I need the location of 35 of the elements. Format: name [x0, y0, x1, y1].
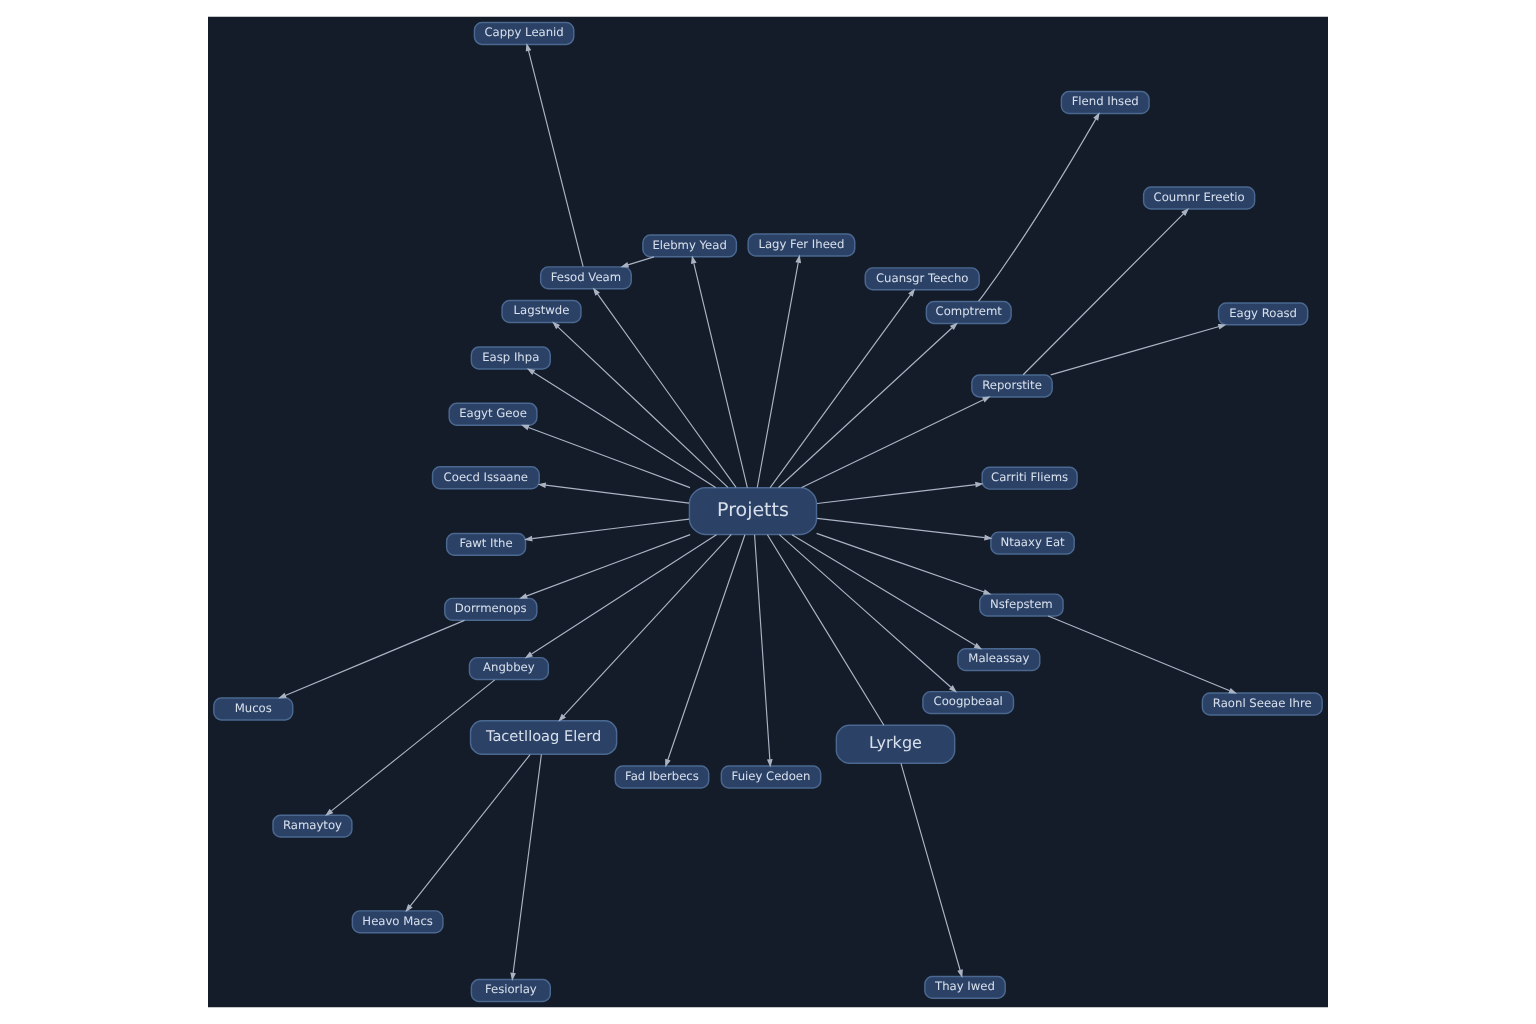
arrow [816, 532, 992, 595]
arrow [524, 534, 717, 659]
arrow [1022, 208, 1190, 376]
arrow [816, 517, 993, 541]
arrow [900, 762, 963, 978]
arrow [756, 254, 802, 489]
arrow [558, 533, 732, 722]
arrow [978, 112, 1100, 302]
arrow [325, 679, 496, 816]
arrow [1050, 323, 1227, 376]
arrow [777, 322, 958, 489]
arrow [278, 619, 466, 699]
arrow [519, 534, 691, 599]
arrow [754, 534, 773, 768]
arrow [552, 321, 729, 488]
arrow [691, 255, 748, 489]
arrow [791, 534, 983, 650]
node-box: Tacetlloag Elerd [469, 720, 618, 756]
arrow [526, 368, 717, 489]
arrow [537, 482, 690, 504]
arrow [405, 753, 531, 913]
connector [766, 534, 885, 726]
arrow [769, 288, 916, 489]
arrow [801, 396, 991, 489]
arrow [620, 256, 655, 268]
arrow [665, 534, 746, 768]
arrow [510, 753, 542, 981]
node-box: Projetts [688, 487, 818, 536]
arrow [1047, 615, 1238, 694]
arrow [816, 481, 984, 505]
arrow [524, 518, 690, 542]
arrow [592, 287, 737, 489]
arrow [525, 42, 584, 268]
arrow [778, 534, 957, 693]
arrow [520, 424, 691, 489]
